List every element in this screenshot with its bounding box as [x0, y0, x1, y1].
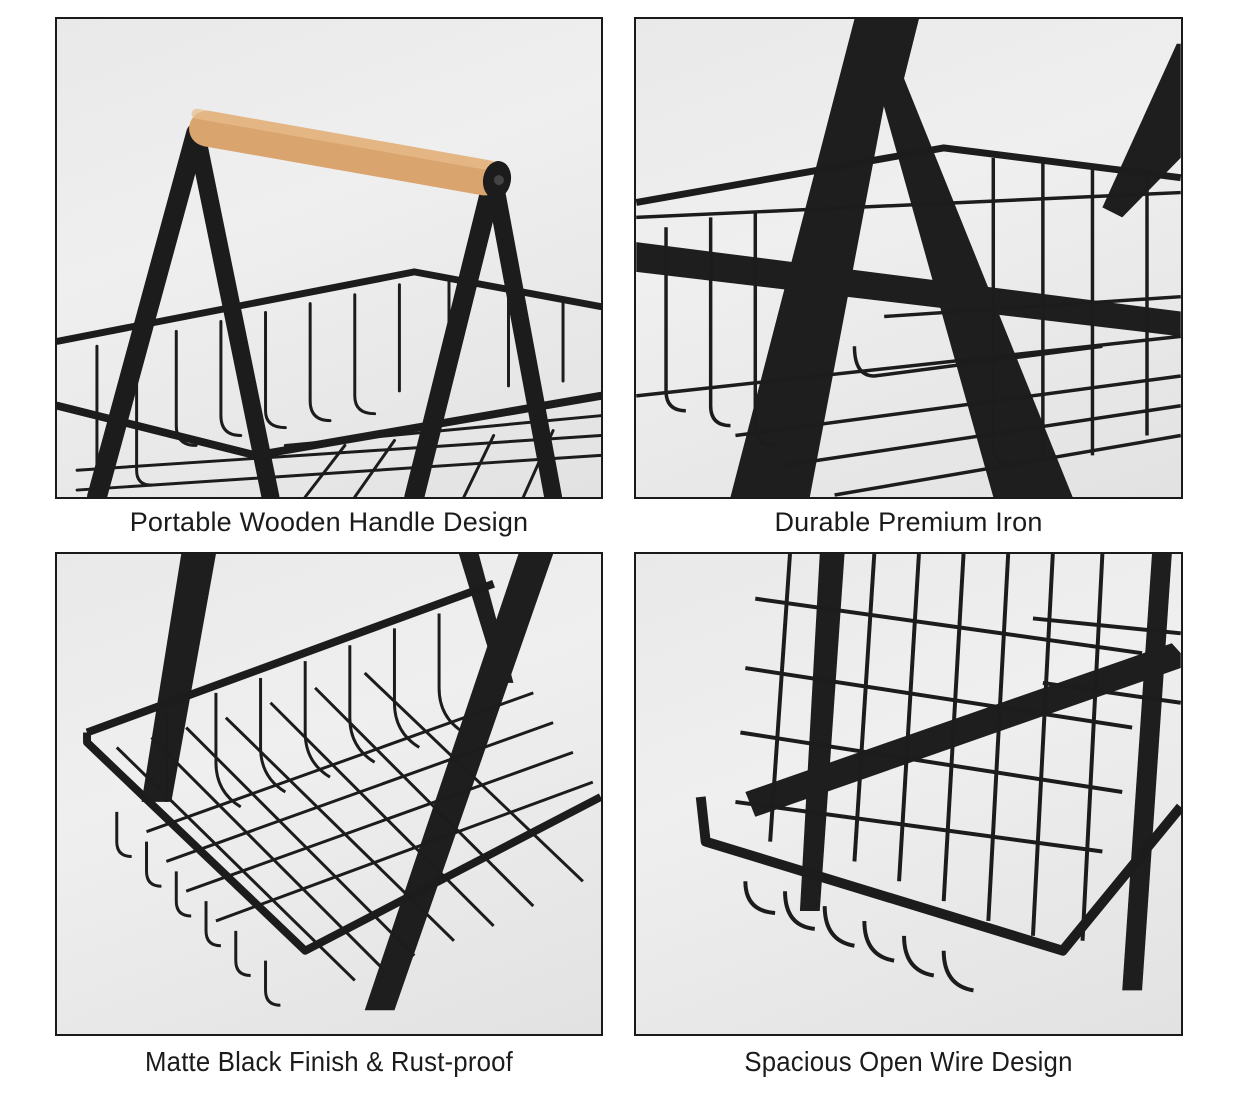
caption-open-wire: Spacious Open Wire Design	[744, 1046, 1073, 1077]
basket-with-wooden-handle-icon	[57, 108, 601, 497]
basket-corner-closeup-icon	[83, 554, 601, 1011]
image-panel-premium-iron	[634, 17, 1183, 499]
caption-wooden-handle: Portable Wooden Handle Design	[129, 507, 529, 537]
iron-a-frame-basket-icon	[636, 19, 1181, 497]
image-panel-open-wire	[634, 552, 1183, 1036]
wooden-handle	[189, 108, 512, 199]
wire-grid-side-view-icon	[695, 554, 1181, 993]
caption-premium-iron: Durable Premium Iron	[774, 507, 1043, 537]
caption-matte-black: Matte Black Finish & Rust-proof	[145, 1046, 513, 1077]
image-panel-wooden-handle	[55, 17, 603, 499]
image-panel-matte-black	[55, 552, 603, 1036]
